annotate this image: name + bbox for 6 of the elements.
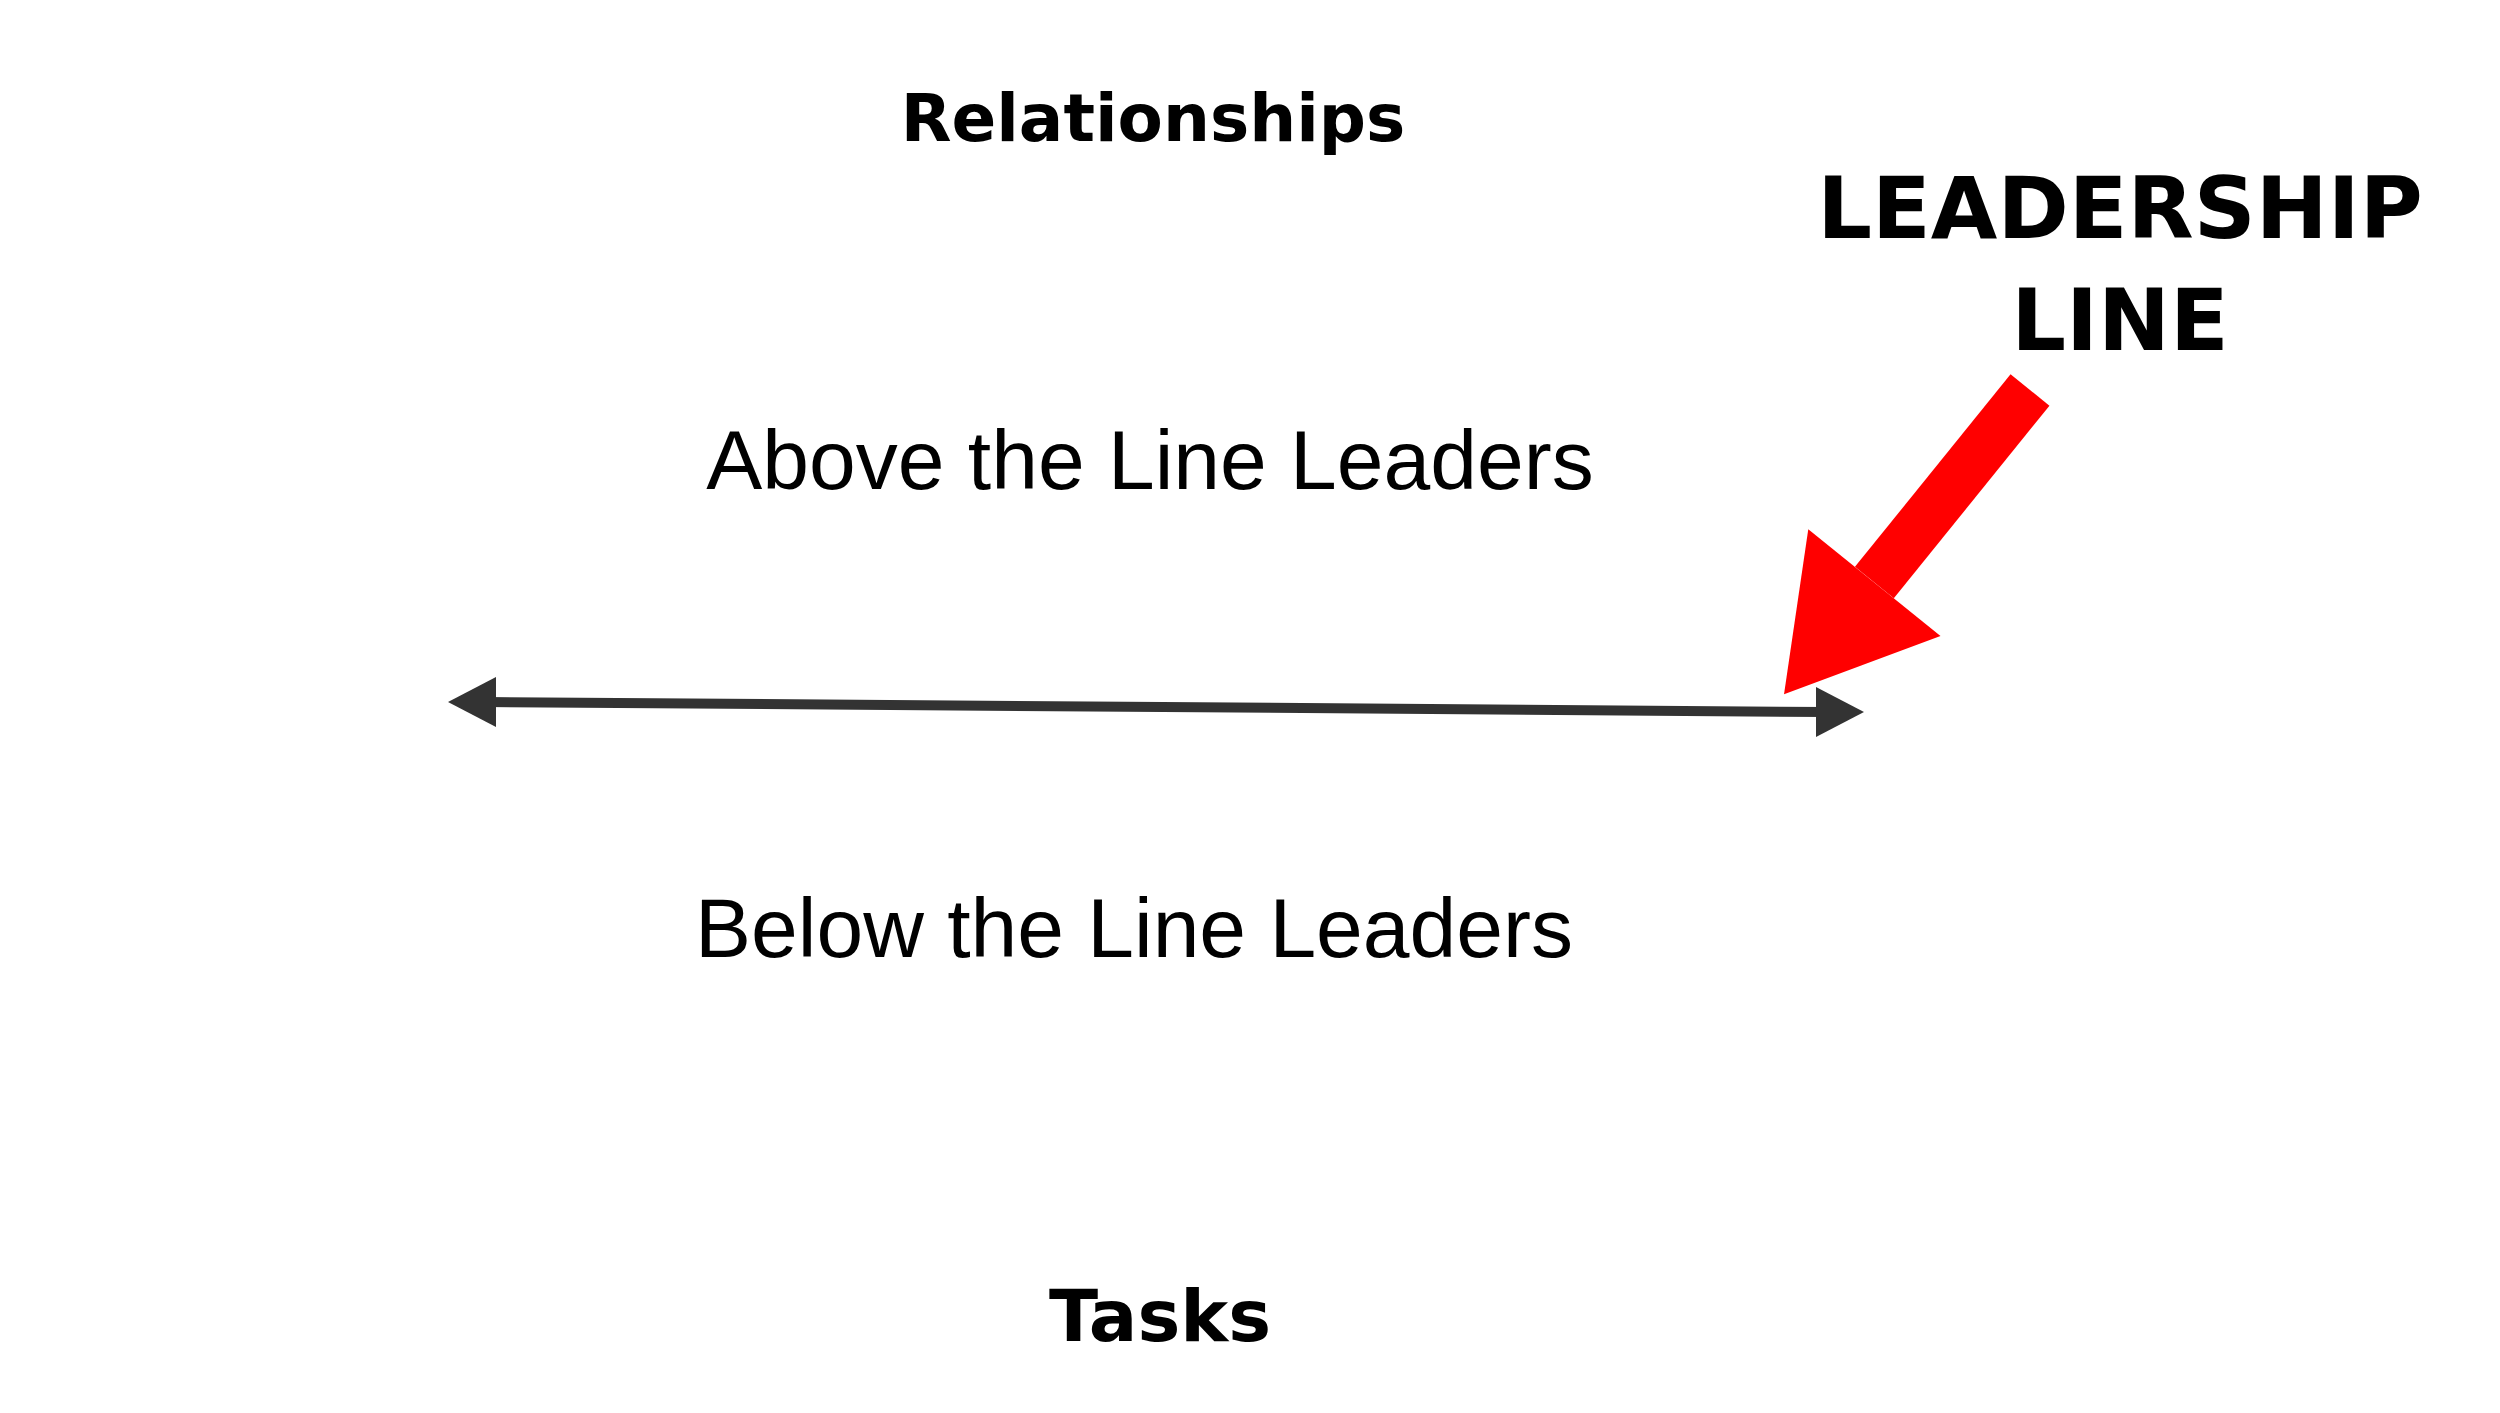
pointer-arrow: [1784, 374, 2050, 695]
zone-label: Below the Line Leaders: [695, 879, 1573, 977]
axis-heading: Tasks: [1049, 1274, 1271, 1358]
callout-text: LEADERSHIP LINE: [1817, 157, 2423, 372]
axis-heading: Relationships: [900, 79, 1406, 157]
zone-label: Above the Line Leaders: [706, 411, 1594, 509]
